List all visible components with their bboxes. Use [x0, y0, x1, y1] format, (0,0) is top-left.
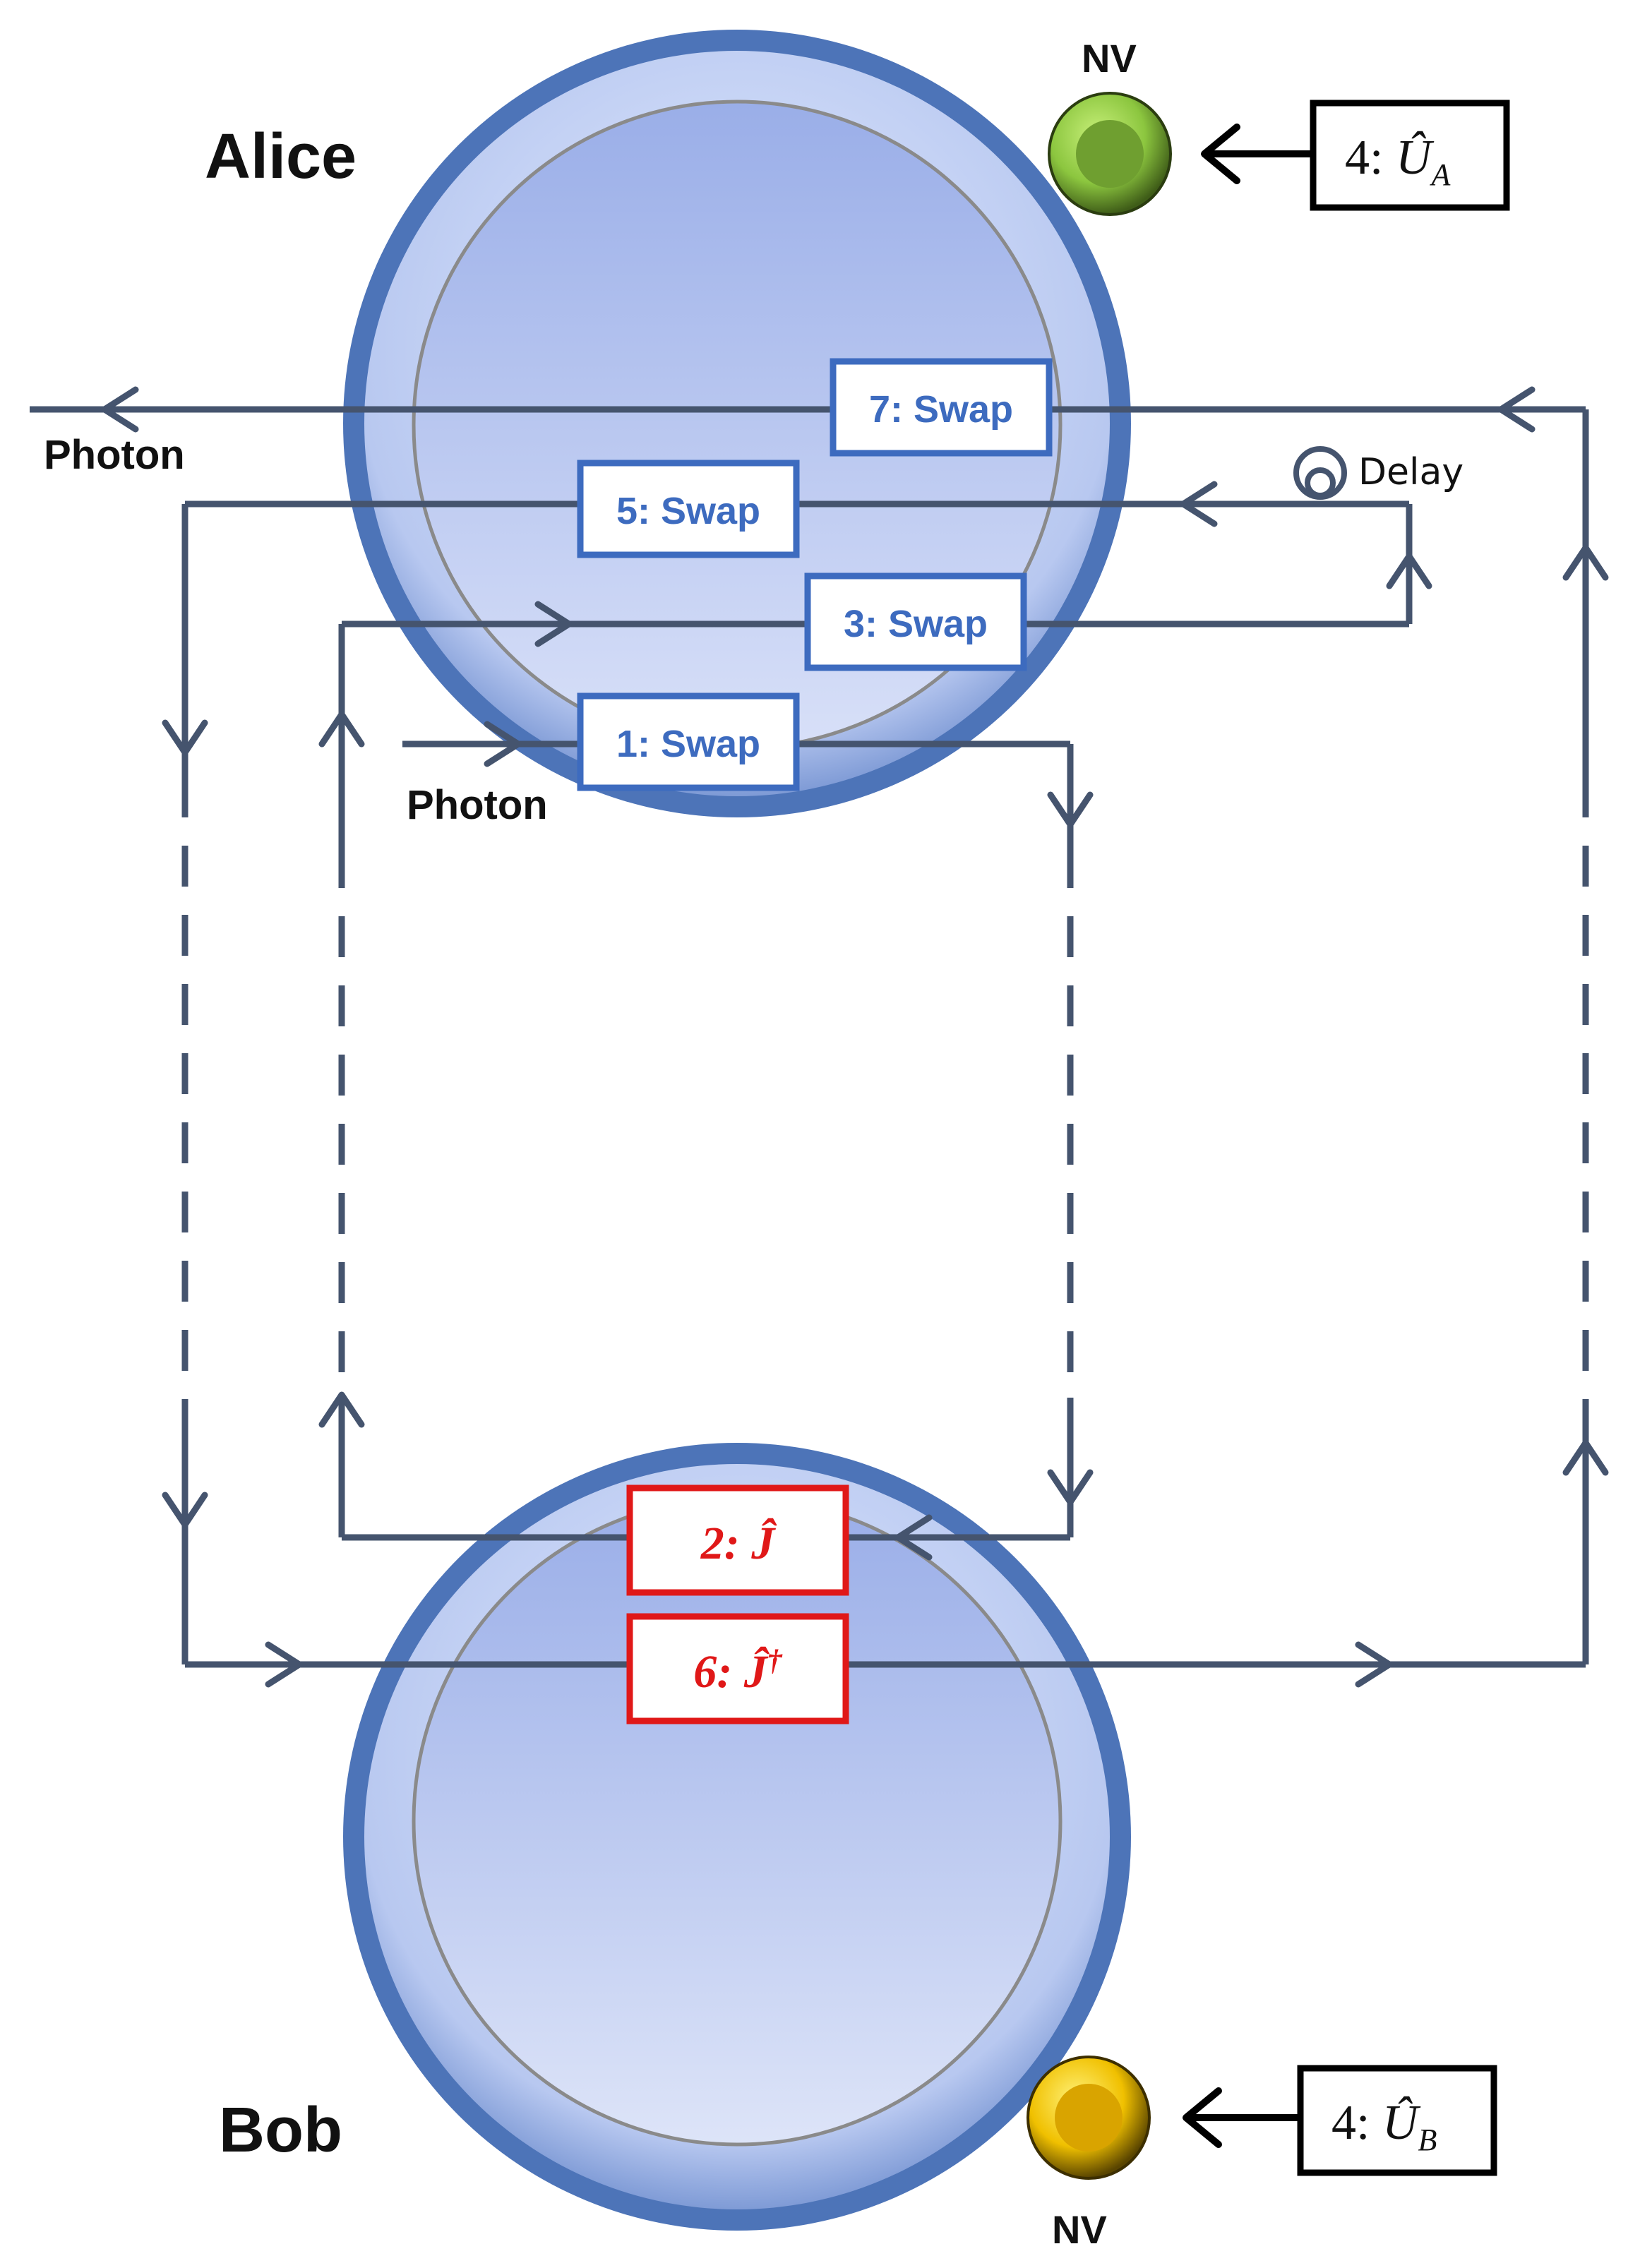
flow-arrows [101, 386, 1609, 1688]
bob-unitary-text: 4: ÛB [1331, 2096, 1437, 2157]
swap-step-7: 7: Swap [830, 358, 1053, 457]
swap-step-5: 5: Swap [577, 460, 800, 558]
svg-text:3: Swap: 3: Swap [844, 603, 988, 645]
swap-step-1: 1: Swap [577, 692, 800, 791]
svg-text:2: Ĵ: 2: Ĵ [700, 1518, 777, 1569]
svg-text:6: Ĵ†: 6: Ĵ† [693, 1645, 782, 1698]
bob-nv-label: NV [1052, 2207, 1107, 2252]
alice-unitary-box [1310, 100, 1510, 211]
swap-step-3: 3: Swap [804, 572, 1027, 671]
bob-label: Bob [219, 2095, 342, 2166]
svg-text:7: Swap: 7: Swap [869, 388, 1013, 431]
photon-output-label: Photon [44, 432, 185, 478]
alice-unitary-text: 4: ÛA [1345, 131, 1452, 192]
alice-label: Alice [205, 121, 357, 192]
photon-input-label: Photon [407, 782, 548, 828]
bob-unitary-arrow [1183, 2087, 1300, 2148]
alice-nv-label: NV [1082, 36, 1137, 80]
j-operator-step-2: 2: Ĵ [626, 1484, 849, 1596]
bob-unitary-box [1297, 2065, 1497, 2176]
bob-sphere [343, 1443, 1131, 2231]
svg-text:1: Swap: 1: Swap [616, 723, 760, 765]
delay-label: Delay [1358, 451, 1464, 493]
j-dagger-operator-step-6: 6: Ĵ† [626, 1613, 849, 1724]
bob-nv-center [1027, 2056, 1151, 2180]
alice-nv-center [1048, 92, 1172, 216]
alice-unitary-arrow [1201, 124, 1313, 184]
svg-text:5: Swap: 5: Swap [616, 490, 760, 532]
delay-coil-icon [1293, 446, 1347, 500]
